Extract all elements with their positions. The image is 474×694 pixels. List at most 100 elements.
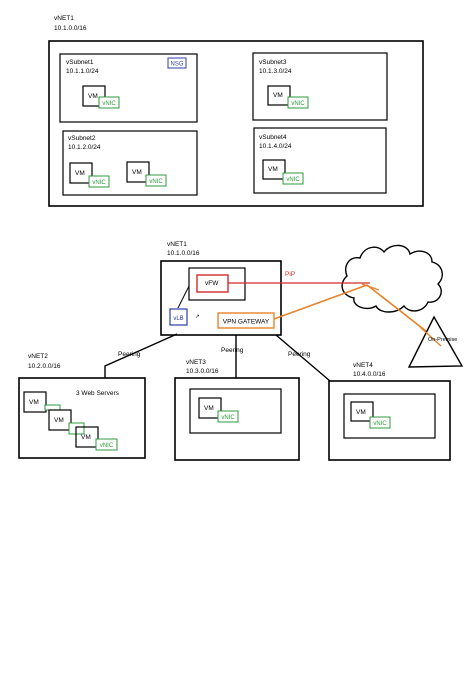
vnet3-vm-label: VM [204, 405, 214, 412]
vpn-link-end [419, 326, 442, 347]
subnet-2-vnic-2-label: vNIC [149, 179, 163, 185]
subnet-2-vnic-1-label: vNIC [92, 180, 106, 186]
load-balancer-label: vLB [173, 316, 183, 322]
peering-line-vnet4 [275, 334, 331, 382]
vpn-gateway-label: VPN GATEWAY [223, 319, 270, 326]
spoke-vnet2: vNET2 10.2.0.0/16 3 Web Servers VM VM VM… [18, 353, 146, 459]
subnet-1-cidr: 10.1.1.0/24 [66, 68, 99, 75]
vnet4-box [328, 380, 451, 461]
subnet-4-name: vSubnet4 [259, 134, 287, 141]
vpn-link [273, 284, 441, 343]
subnet-2-vm-2 [126, 161, 150, 183]
vnet2-vm-3-label: VM [81, 434, 91, 441]
subnet-3: vSubnet3 10.1.3.0/24 VM vNIC [252, 52, 388, 121]
top-vnet-box [48, 40, 424, 207]
top-vnet-name: vNET1 [54, 15, 74, 22]
subnet-1-vnic-label: vNIC [102, 101, 116, 107]
subnet-3-vnic [287, 96, 309, 109]
vnet3-vnic-label: vNIC [221, 415, 235, 421]
subnet-4-vm-label: VM [268, 166, 278, 173]
subnet-1-box [59, 53, 198, 123]
vnet4-subnet-box [343, 393, 436, 439]
vnet2-vnic-3 [95, 438, 118, 451]
vnet3-box [174, 377, 300, 461]
vnet2-cidr: 10.2.0.0/16 [28, 363, 61, 370]
vnet4-vm-label: VM [356, 409, 366, 416]
subnet-2-name: vSubnet2 [68, 135, 96, 142]
subnet-3-name: vSubnet3 [259, 59, 287, 66]
subnet-2-box [62, 130, 198, 196]
vnet3-subnet-box [189, 388, 282, 434]
vnet2-vm-2-label: VM [54, 417, 64, 424]
subnet-4-vnic [282, 172, 304, 185]
peering-label-vnet2: Peering [118, 351, 141, 358]
subnet-2-cidr: 10.1.2.0/24 [68, 144, 101, 151]
peering-lines [104, 333, 331, 382]
subnet-1: vSubnet1 10.1.1.0/24 NSG VM vNIC [59, 53, 198, 123]
vnet3-cidr: 10.3.0.0/16 [186, 368, 219, 375]
vnet2-note: 3 Web Servers [76, 390, 120, 397]
subnet-3-box [252, 52, 388, 121]
subnet-4-box [253, 127, 387, 194]
nsg-label: NSG [170, 62, 183, 68]
vnet2-vm-1-label: VM [29, 399, 39, 406]
on-premise-label: On-Premise [428, 337, 457, 343]
vnet2-vnic-1 [44, 404, 61, 411]
vnet4-name: vNET4 [353, 362, 373, 369]
subnet-1-vm-label: VM [88, 93, 98, 100]
subnet-1-vnic [98, 96, 120, 109]
subnet-4-cidr: 10.1.4.0/24 [259, 143, 292, 150]
subnet-2-vm-2-label: VM [132, 169, 142, 176]
hub-marker: ↗ [195, 314, 200, 320]
subnet-2-vnic-1 [88, 175, 110, 188]
peering-label-vnet3: Peering [221, 347, 244, 354]
vnet2-vm-1 [23, 391, 47, 413]
subnet-3-vnic-label: vNIC [291, 101, 305, 107]
subnet-4-vnic-label: vNIC [286, 177, 300, 183]
subnet-3-vm-label: VM [273, 92, 283, 99]
vpn-gateway-box [217, 312, 275, 329]
spoke-vnet3: vNET3 10.3.0.0/16 VM vNIC [174, 359, 300, 461]
vnet2-vm-3 [75, 426, 99, 448]
vnet2-vm-2 [48, 409, 72, 431]
vnet4-cidr: 10.4.0.0/16 [353, 371, 386, 378]
load-balancer-box [169, 308, 188, 326]
top-vnet-group: vNET1 10.1.0.0/16 vSubnet1 10.1.1.0/24 N… [48, 15, 424, 207]
vnet4-vnic-label: vNIC [373, 421, 387, 427]
subnet-4-vm [262, 159, 286, 180]
hub-vnet: vNET1 10.1.0.0/16 vFW vLB ↗ VPN GATEWAY [160, 241, 282, 336]
hub-vnet-box [160, 260, 282, 336]
subnet-2-vm-1-label: VM [75, 170, 85, 177]
nsg-badge [167, 57, 187, 69]
vnet3-name: vNET3 [186, 359, 206, 366]
vnet3-vnic [217, 410, 239, 423]
subnet-3-vm [267, 85, 291, 106]
lb-to-fw-line [177, 285, 190, 309]
subnet-1-name: vSubnet1 [66, 59, 94, 66]
vnet2-name: vNET2 [28, 353, 48, 360]
vnet4-vm [350, 401, 374, 422]
vnet4-vnic [369, 416, 391, 429]
internet-cloud-icon [341, 244, 443, 313]
vpn-link-stub [361, 283, 380, 291]
vnet3-vm [198, 397, 222, 419]
vnet2-box [18, 377, 146, 459]
hub-vnet-cidr: 10.1.0.0/16 [167, 250, 200, 257]
subnet-4: vSubnet4 10.1.4.0/24 VM vNIC [253, 127, 387, 194]
subnet-3-cidr: 10.1.3.0/24 [259, 68, 292, 75]
top-vnet-cidr: 10.1.0.0/16 [54, 25, 87, 32]
on-premise-triangle-icon [407, 315, 464, 368]
hub-inner-box [188, 267, 246, 301]
firewall-label: vFW [205, 280, 219, 287]
subnet-1-vm [82, 85, 106, 107]
peering-label-vnet4: Peering [288, 351, 311, 358]
peering-line-vnet2 [104, 333, 178, 378]
subnet-2-vnic-2 [145, 174, 167, 187]
subnet-2: vSubnet2 10.1.2.0/24 VM vNIC VM vNIC [62, 130, 198, 196]
vnet2-vnic-3-label: vNIC [100, 443, 114, 449]
subnet-2-vm-1 [69, 162, 93, 184]
hub-vnet-name: vNET1 [167, 241, 187, 248]
spoke-vnet4: vNET4 10.4.0.0/16 VM vNIC [328, 362, 451, 461]
pip-label: PiP [285, 271, 295, 278]
